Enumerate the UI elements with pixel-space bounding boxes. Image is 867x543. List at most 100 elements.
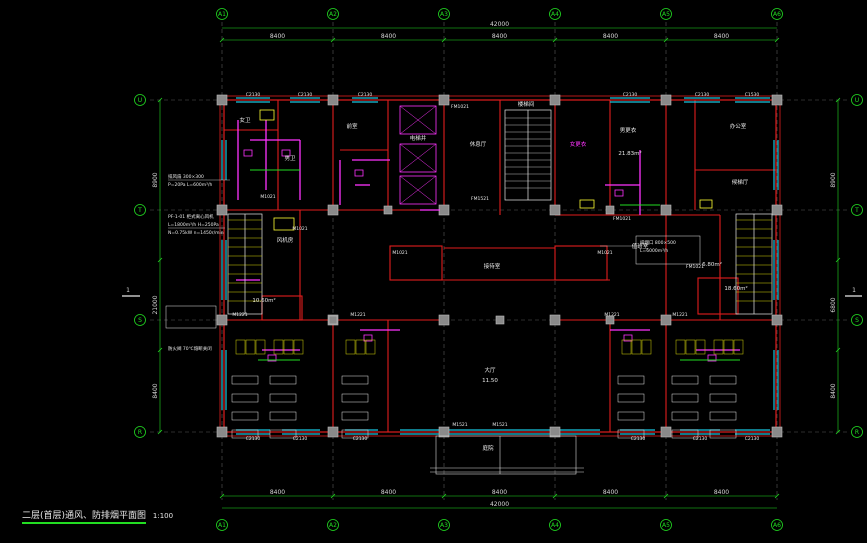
axis-bubble-left-0-circle	[134, 94, 146, 106]
axis-bubble-right-2-label: S	[855, 317, 859, 324]
locker-5-0	[617, 375, 645, 385]
room-label-12: 庭院	[482, 444, 494, 452]
room-label-0: 女卫	[239, 116, 251, 124]
air-outlet-6	[623, 334, 633, 342]
note-1: P=20Pa L=600m³/h	[168, 182, 212, 188]
stall-2-1	[355, 339, 366, 355]
column-4-0	[660, 94, 672, 106]
room-area-2: 18.60m²	[724, 285, 747, 292]
column-2-1	[438, 204, 450, 216]
elevator-shaft-x2-0	[399, 105, 437, 135]
stall-4-2	[733, 339, 744, 355]
stall-2-0	[345, 339, 356, 355]
dim-bottom-bays-tick-5	[774, 493, 780, 499]
locker-1-1	[269, 393, 297, 403]
room-label-9: 候梯厅	[732, 178, 749, 186]
locker-5-1	[617, 393, 645, 403]
column-2-2	[438, 314, 450, 326]
air-outlet-4	[267, 354, 277, 362]
dim-left-label-2: 8400	[152, 383, 159, 398]
dim-bottom-bays-tick-2	[441, 493, 447, 499]
stall-0-1	[245, 339, 256, 355]
column-0-3	[216, 426, 228, 438]
door-tag-4: FM1521	[471, 196, 489, 202]
room-label-2: 前室	[346, 122, 358, 130]
column-extra-2	[605, 315, 615, 325]
dim-top-bays-tick-0	[219, 37, 225, 43]
dim-top-bays-label-1: 8400	[381, 33, 396, 40]
door-tag-3: FM1021	[451, 104, 469, 110]
column-extra-4	[605, 205, 615, 215]
window-tag-3: C2130	[623, 92, 638, 98]
axis-bubble-right-3-label: R	[855, 429, 859, 436]
column-4-1	[660, 204, 672, 216]
stall-3-2	[695, 339, 706, 355]
axis-bubble-bottom-5-circle	[771, 519, 783, 531]
locker-0-0	[231, 375, 259, 385]
window-tag-8: C2130	[353, 436, 368, 442]
axis-bubble-top-2-label: A3	[440, 11, 448, 18]
locker-4-2	[709, 411, 737, 421]
column-extra-3	[383, 205, 393, 215]
note-7: L=6000m³/h	[640, 248, 668, 254]
dim-right-tick-2	[835, 347, 841, 353]
note-6: 排烟口 800×500	[640, 239, 676, 246]
room-label-8: 办公室	[730, 122, 747, 130]
drawing-title-block: 二层(首层)通风、防排烟平面图 1:100	[22, 508, 173, 524]
stall-5-2	[641, 339, 652, 355]
axis-bubble-bottom-3-circle	[549, 519, 561, 531]
axis-bubble-right-1-circle	[851, 204, 863, 216]
locker-2-3	[341, 429, 369, 439]
note-0: 排风扇 300×300	[168, 173, 204, 180]
locker-4-0	[709, 375, 737, 385]
window-tag-2: C2130	[358, 92, 373, 98]
window-tag-0: C2130	[246, 92, 261, 98]
air-outlet-3	[614, 189, 624, 197]
column-1-3	[327, 426, 339, 438]
column-3-3	[549, 426, 561, 438]
column-0-1	[216, 204, 228, 216]
dim-bottom-bays-label-1: 8400	[381, 489, 396, 496]
note-3: L=1800m³/h H=250Pa	[168, 222, 219, 228]
drawing-title: 二层(首层)通风、防排烟平面图	[22, 508, 147, 524]
axis-bubble-bottom-1-circle	[327, 519, 339, 531]
axis-bubble-top-2-circle	[438, 8, 450, 20]
room-area-0: 11.50	[482, 378, 498, 384]
air-outlet-1	[281, 149, 291, 157]
window-tag-9: C2130	[631, 436, 646, 442]
dim-left-label-1: 21000	[152, 295, 159, 314]
dim-left-label-0: 8900	[152, 172, 159, 187]
dim-right-tick-0	[835, 97, 841, 103]
column-extra-1	[328, 315, 338, 325]
room-label-5: 楼梯间	[518, 100, 535, 108]
locker-3-1	[671, 393, 699, 403]
stall-1-0	[273, 339, 284, 355]
column-5-1	[771, 204, 783, 216]
dim-top-bays-label-4: 8400	[714, 33, 729, 40]
dim-top-total-label: 42000	[490, 21, 509, 28]
room-label-14: 风机房	[277, 236, 294, 244]
structural-columns	[216, 94, 783, 438]
axis-bubble-right-2-circle	[851, 314, 863, 326]
window-tag-1: C2130	[298, 92, 313, 98]
column-3-1	[549, 204, 561, 216]
axis-bubble-right-0-label: U	[855, 97, 859, 104]
section-mark-right-label: 1	[852, 287, 856, 294]
air-outlet-2	[354, 169, 364, 177]
axis-bubble-top-1-circle	[327, 8, 339, 20]
stall-0-0	[235, 339, 246, 355]
axis-bubble-left-2-circle	[134, 314, 146, 326]
window-tag-10: C2130	[693, 436, 708, 442]
stall-4-0	[713, 339, 724, 355]
room-area-4: 6.80m²	[702, 261, 722, 268]
stall-3-0	[675, 339, 686, 355]
axis-bubble-bottom-1-label: A2	[329, 522, 337, 529]
axis-bubble-right-3-circle	[851, 426, 863, 438]
column-0-2	[216, 314, 228, 326]
window-tag-11: C2130	[745, 436, 760, 442]
equipment-1	[273, 217, 295, 231]
door-tag-9: M1521	[492, 422, 507, 428]
axis-bubble-bottom-2-label: A3	[440, 522, 448, 529]
window-tag-5: C1530	[745, 92, 760, 98]
axis-bubble-top-4-label: A5	[662, 11, 670, 18]
